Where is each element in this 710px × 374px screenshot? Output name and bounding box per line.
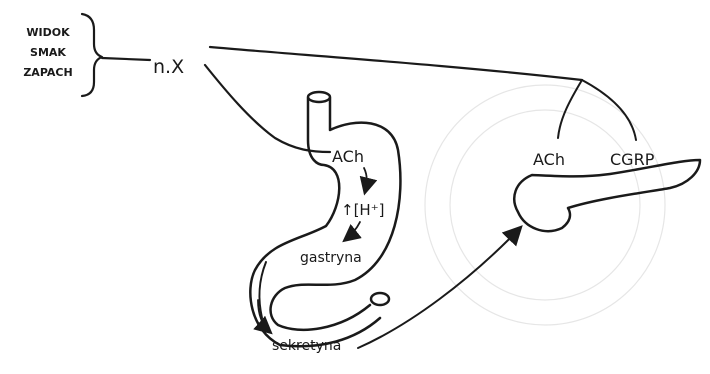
secretin-to-pancreas-arrow [358, 228, 520, 348]
proton-label: ↑[H⁺] [341, 201, 384, 219]
stimuli-group: WIDOK SMAK ZAPACH [23, 14, 102, 96]
stimuli-bracket [82, 14, 102, 96]
nerve-to-pancreas-cgrp-branch [582, 80, 636, 140]
ach-to-proton-arrow [364, 168, 367, 192]
pancreas-ach-label: ACh [533, 150, 565, 169]
vagus-nerve-label: n.X [153, 56, 184, 78]
gastrin-label: gastryna [300, 250, 362, 266]
pancreas-outline [514, 160, 700, 231]
stimuli-to-nerve-line [102, 58, 150, 60]
stimulus-sight: WIDOK [26, 26, 70, 39]
nerve-to-stomach-fiber [205, 65, 330, 152]
secretin-label: sekretyna [272, 338, 341, 354]
stimulus-smell: ZAPACH [23, 66, 72, 79]
nerve-to-pancreas-fiber [210, 47, 582, 80]
stomach-ach-label: ACh [332, 147, 364, 166]
pancreas-cgrp-label: CGRP [610, 150, 655, 169]
stomach-outline [250, 92, 400, 346]
stimulus-taste: SMAK [30, 46, 66, 59]
proton-to-gastrin-arrow [345, 222, 360, 240]
nerve-to-pancreas-ach-branch [558, 80, 582, 138]
